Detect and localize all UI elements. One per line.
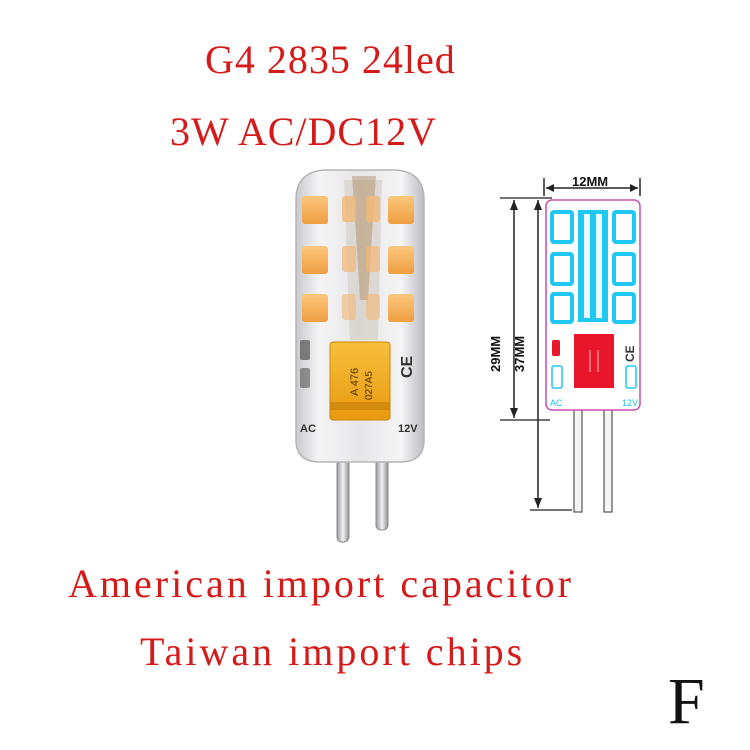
variant-label: F xyxy=(668,665,705,738)
resistor xyxy=(300,368,310,388)
led-chip xyxy=(342,294,356,320)
drawing-led xyxy=(550,292,574,324)
drawing-voltage-mark: 12V xyxy=(622,398,638,408)
drawing-led xyxy=(612,210,636,244)
dimension-drawing: 12MM 29MM 37MM xyxy=(488,174,641,513)
drawing-led xyxy=(550,252,574,286)
capacitor-band xyxy=(330,402,390,410)
product-spec: 3W AC/DC12V xyxy=(170,109,437,154)
capacitor-code: A 476 xyxy=(349,368,361,396)
bulb-photo: A 476 027A5 CE AC 12V xyxy=(295,169,425,543)
voltage-mark: 12V xyxy=(398,423,418,435)
product-title: G4 2835 24led xyxy=(205,37,456,82)
drawing-ce-mark: CE xyxy=(623,345,637,362)
led-chip xyxy=(302,294,328,322)
strip-led xyxy=(584,214,590,318)
led-chip xyxy=(342,246,356,272)
drawing-capacitor xyxy=(574,334,614,388)
drawing-pin-left xyxy=(573,399,583,513)
arrow-up-icon xyxy=(534,200,542,210)
drawing-resistor xyxy=(552,340,560,356)
led-chip xyxy=(342,196,356,222)
width-label: 12MM xyxy=(572,174,608,189)
drawing-led xyxy=(550,210,574,244)
arrow-up-icon xyxy=(510,200,518,210)
arrow-right-icon xyxy=(630,184,638,192)
feature-chips: Taiwan import chips xyxy=(140,629,526,674)
strip-led xyxy=(596,214,602,318)
capacitor xyxy=(329,341,391,421)
drawing-component xyxy=(625,365,637,389)
feature-capacitor: American import capacitor xyxy=(68,561,574,606)
led-chip xyxy=(388,294,414,322)
led-chip xyxy=(302,246,328,274)
led-chip xyxy=(302,196,328,224)
drawing-ac-mark: AC xyxy=(550,398,563,408)
led-chip xyxy=(366,294,380,320)
capacitor-batch: 027A5 xyxy=(364,371,375,400)
center-strip xyxy=(578,210,608,322)
led-chip xyxy=(388,246,414,274)
led-chip xyxy=(366,246,380,272)
ce-mark: CE xyxy=(399,355,416,378)
arrow-left-icon xyxy=(546,184,554,192)
drawing-pin-right xyxy=(603,399,613,513)
led-chip xyxy=(388,196,414,224)
drawing-component xyxy=(551,365,563,389)
led-chip xyxy=(366,196,380,222)
body-height-label: 29MM xyxy=(488,336,503,372)
ac-mark: AC xyxy=(300,423,316,435)
arrow-down-icon xyxy=(534,498,542,508)
resistor xyxy=(300,340,310,360)
drawing-led xyxy=(612,252,636,286)
drawing-led xyxy=(612,292,636,324)
arrow-down-icon xyxy=(510,408,518,418)
total-height-label: 37MM xyxy=(512,336,527,372)
